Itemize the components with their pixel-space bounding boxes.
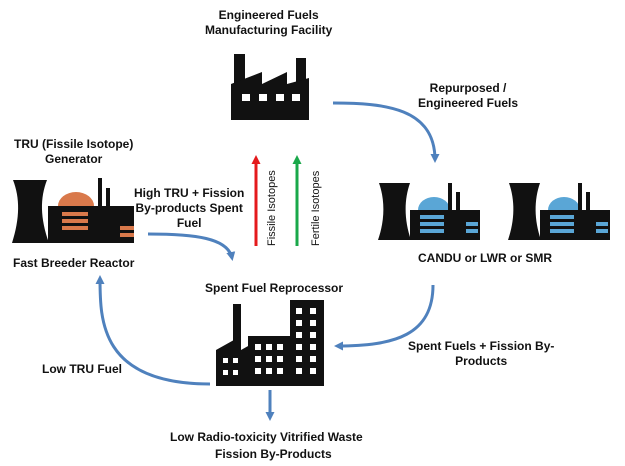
repurposed-line-1: Repurposed /: [429, 81, 507, 95]
arrow-breeder-to-reprocessor: [147, 232, 236, 261]
reprocessor-label: Spent Fuel Reprocessor: [205, 281, 344, 295]
nuclear-plant-icon: [378, 183, 480, 240]
fissile-isotopes-label: Fissile Isotopes: [266, 170, 278, 246]
tru-generator-label: TRU (Fissile Isotope) Generator: [14, 137, 133, 167]
fission-byproducts-label: Fission By-Products: [215, 447, 332, 461]
arrow-reprocessor-to-breeder: [95, 275, 211, 386]
fertile-isotopes-label: Fertile Isotopes: [310, 170, 322, 246]
spent-fuels-line-1: Spent Fuels + Fission By-: [408, 339, 555, 353]
high-tru-line-3: Fuel: [176, 216, 202, 230]
manufacturing-line-2: Manufacturing Facility: [205, 23, 333, 37]
reactors-label: CANDU or LWR or SMR: [418, 251, 552, 265]
repurposed-line-2: Engineered Fuels: [418, 96, 519, 110]
high-tru-line-1: High TRU + Fission: [134, 186, 245, 200]
low-tru-label: Low TRU Fuel: [42, 362, 122, 376]
fast-breeder-label: Fast Breeder Reactor: [13, 256, 135, 270]
high-tru-label: High TRU + Fission By-products Spent Fue…: [134, 186, 244, 231]
tru-line-1: TRU (Fissile Isotope): [14, 137, 134, 151]
tru-line-2: Generator: [44, 152, 103, 166]
factory-icon: [231, 54, 309, 120]
arrow-manufacturing-to-reactors: [332, 101, 440, 163]
repurposed-fuels-label: Repurposed / Engineered Fuels: [418, 81, 518, 111]
nuclear-plant-icon: [12, 178, 134, 243]
nuclear-plant-icon: [508, 183, 610, 240]
spent-fuels-label: Spent Fuels + Fission By- Products: [408, 339, 554, 369]
spent-fuels-line-2: Products: [455, 354, 508, 368]
manufacturing-facility-label: Engineered Fuels Manufacturing Facility: [205, 8, 332, 38]
high-tru-line-2: By-products Spent: [135, 201, 243, 215]
arrow-reactors-to-reprocessor: [334, 284, 435, 351]
waste-label: Low Radio-toxicity Vitrified Waste: [170, 430, 363, 444]
industrial-plant-icon: [216, 300, 324, 386]
manufacturing-line-1: Engineered Fuels: [218, 8, 319, 22]
